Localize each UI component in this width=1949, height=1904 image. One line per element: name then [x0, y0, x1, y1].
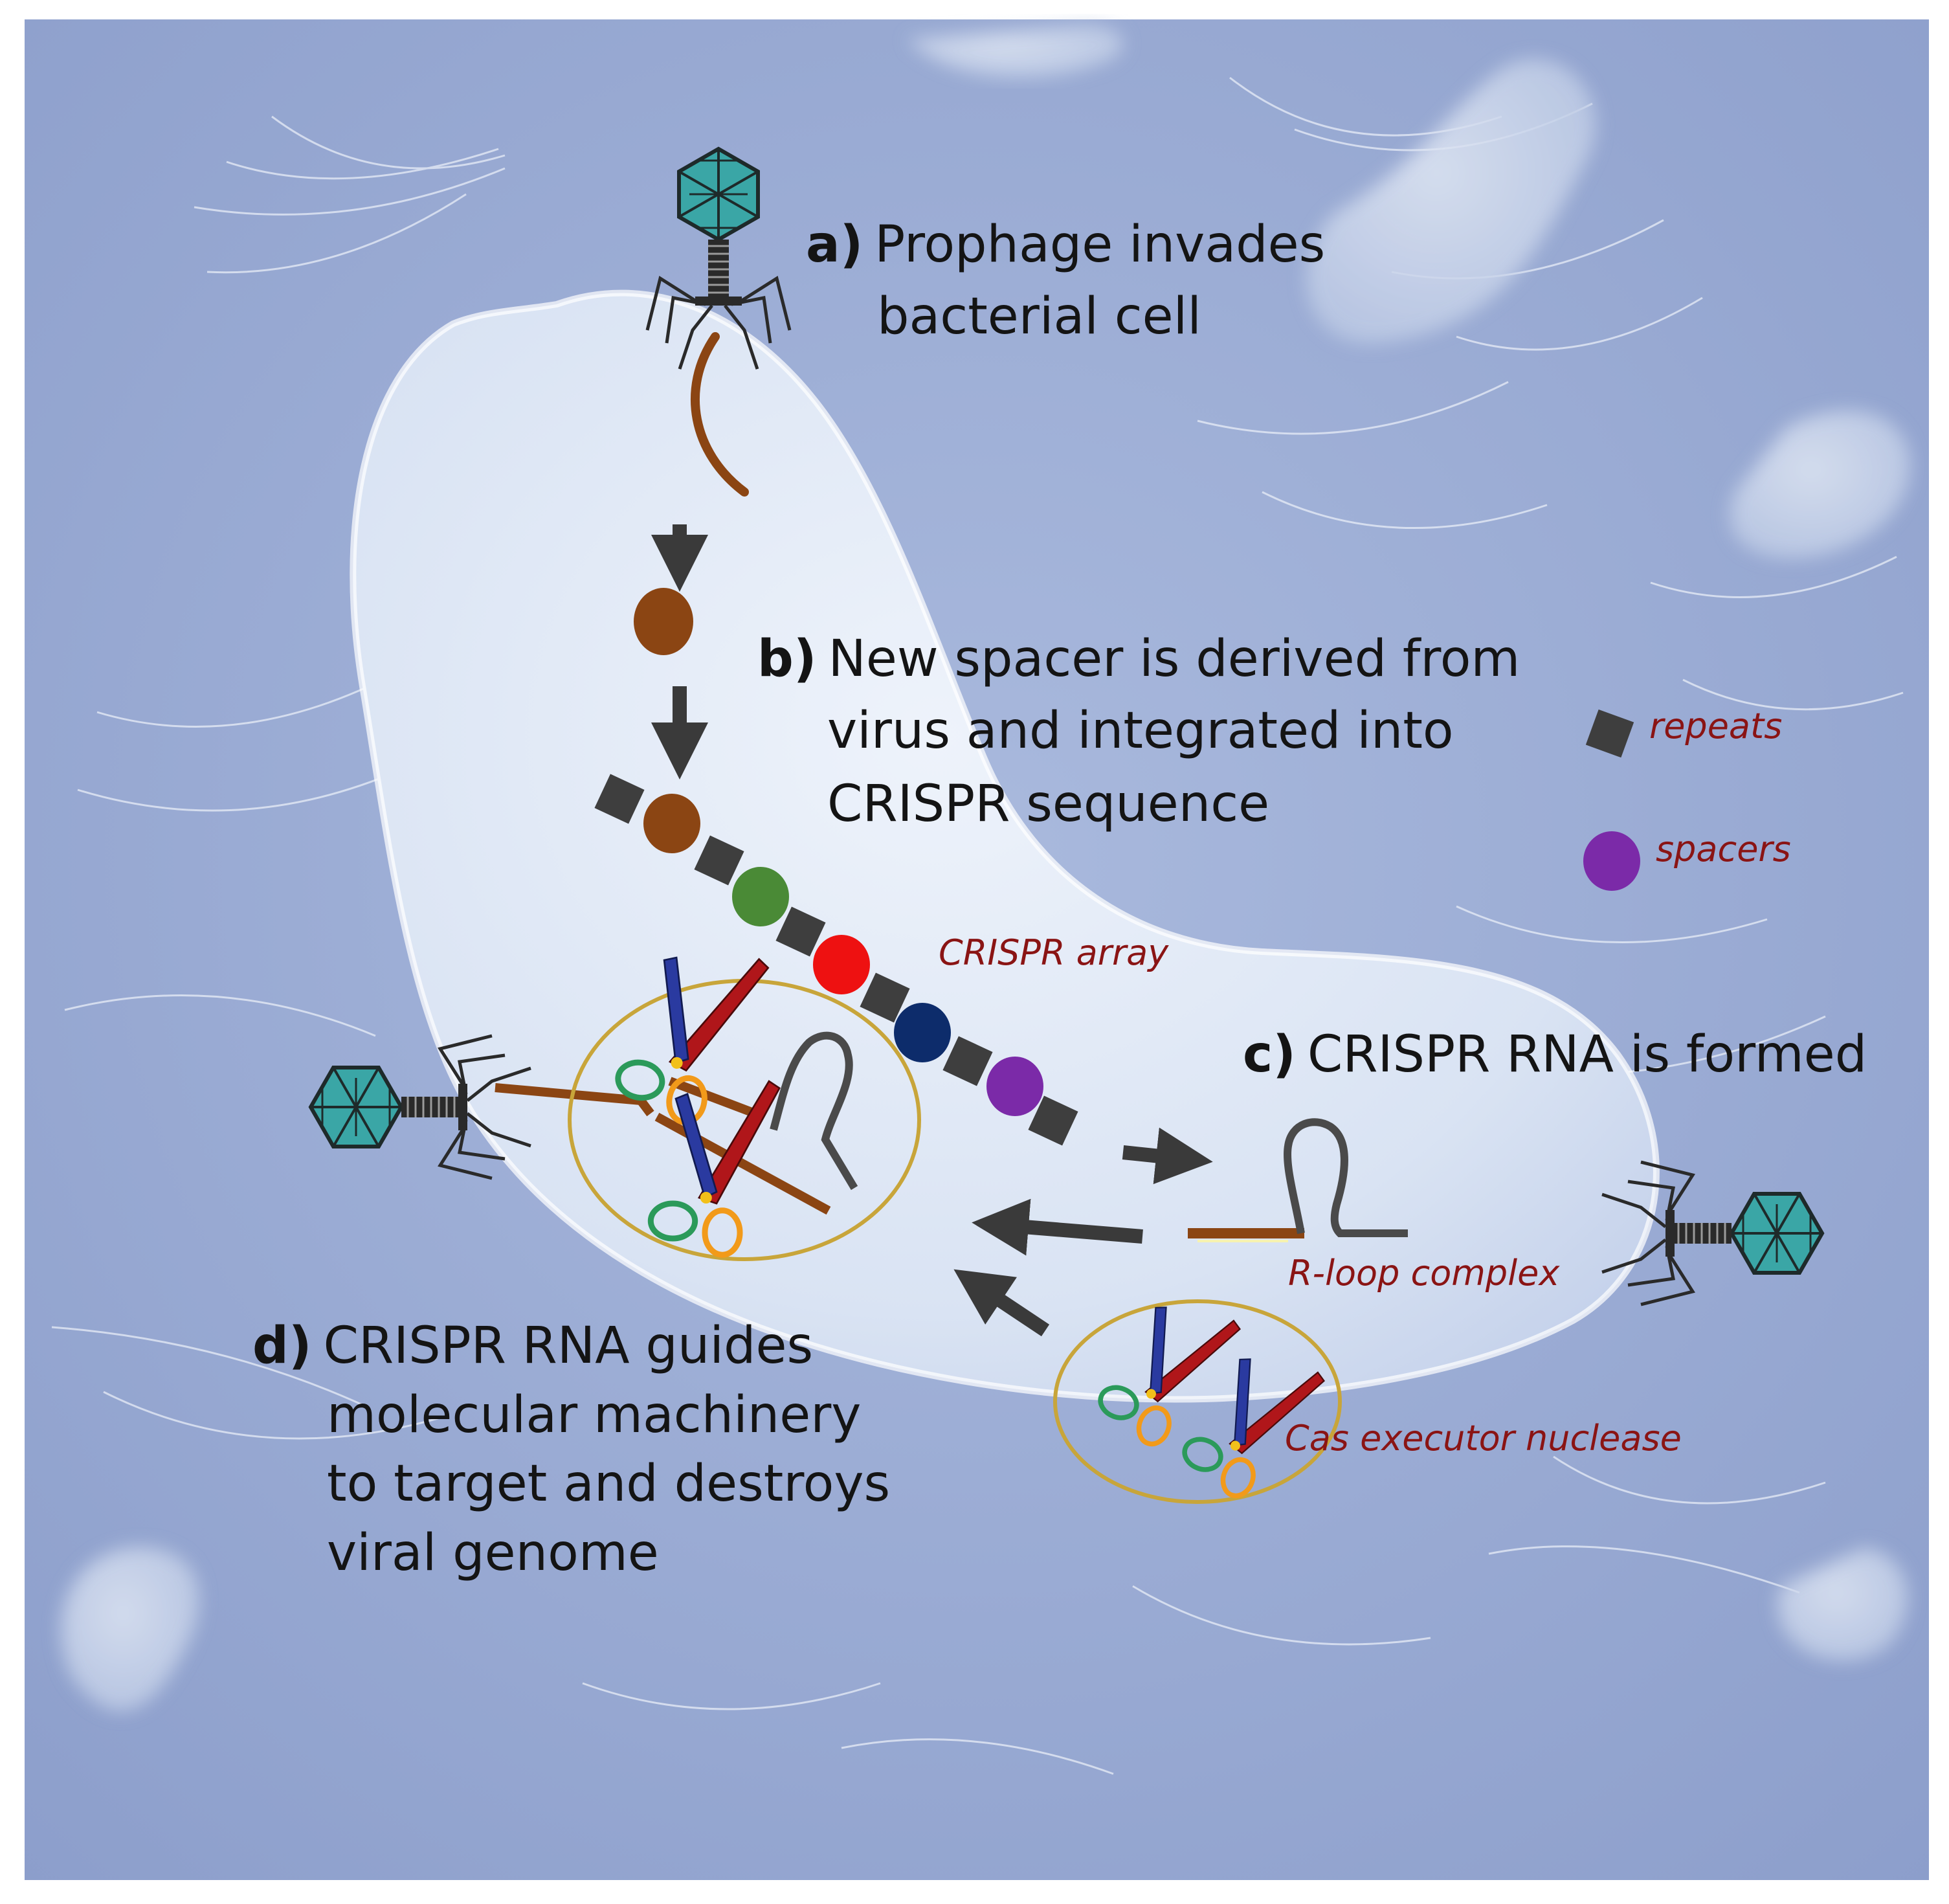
arrow-icon	[953, 1198, 1143, 1337]
background-cells	[60, 25, 1911, 1712]
cas-executor-complex	[1053, 1287, 1342, 1512]
hairpin-rna-icon	[770, 1031, 858, 1191]
step-d-label: d)CRISPR RNA guides	[252, 1317, 813, 1375]
r-loop-complex-label: R-loop complex	[1288, 1253, 1560, 1294]
step-d-line3: to target and destroys	[327, 1455, 890, 1513]
effector-complex	[568, 939, 921, 1261]
step-a-label: a)Prophage invades	[806, 216, 1325, 274]
crispr-array-label: CRISPR array	[939, 932, 1169, 973]
legend-repeat-icon	[1585, 709, 1634, 758]
legend-repeats-label: repeats	[1649, 706, 1782, 746]
spacer-icon	[643, 794, 700, 853]
spacer-icon	[986, 1057, 1043, 1116]
legend-spacer-icon	[1583, 831, 1640, 891]
spacer-icon	[894, 1003, 951, 1062]
step-d-line4: viral genome	[327, 1524, 659, 1582]
step-d-line2: molecular machinery	[327, 1386, 861, 1444]
new-spacer	[634, 588, 693, 655]
viral-dna-strand	[690, 332, 749, 497]
repeat-icon	[860, 972, 910, 1023]
hairpin-rna-icon	[1188, 1118, 1408, 1242]
repeat-icon	[594, 774, 645, 824]
step-b-label: b)New spacer is derived from	[757, 630, 1520, 688]
step-b-line2: virus and integrated into	[827, 702, 1454, 760]
repeat-icon	[1028, 1095, 1078, 1146]
step-a-line2: bacterial cell	[877, 287, 1201, 346]
cas-executor-label: Cas executor nuclease	[1285, 1418, 1682, 1459]
legend-spacers-label: spacers	[1656, 829, 1791, 869]
spacer-icon	[813, 935, 870, 994]
background-flagella	[51, 76, 1904, 1775]
step-c-label: c)CRISPR RNA is formed	[1243, 1025, 1867, 1084]
repeat-icon	[775, 906, 826, 957]
step-b-line3: CRISPR sequence	[827, 775, 1269, 833]
spacer-icon	[732, 867, 789, 926]
repeat-icon	[694, 835, 744, 886]
crispr-array	[594, 774, 1078, 1146]
arrow-icon	[1122, 1127, 1213, 1185]
repeat-icon	[942, 1036, 993, 1086]
